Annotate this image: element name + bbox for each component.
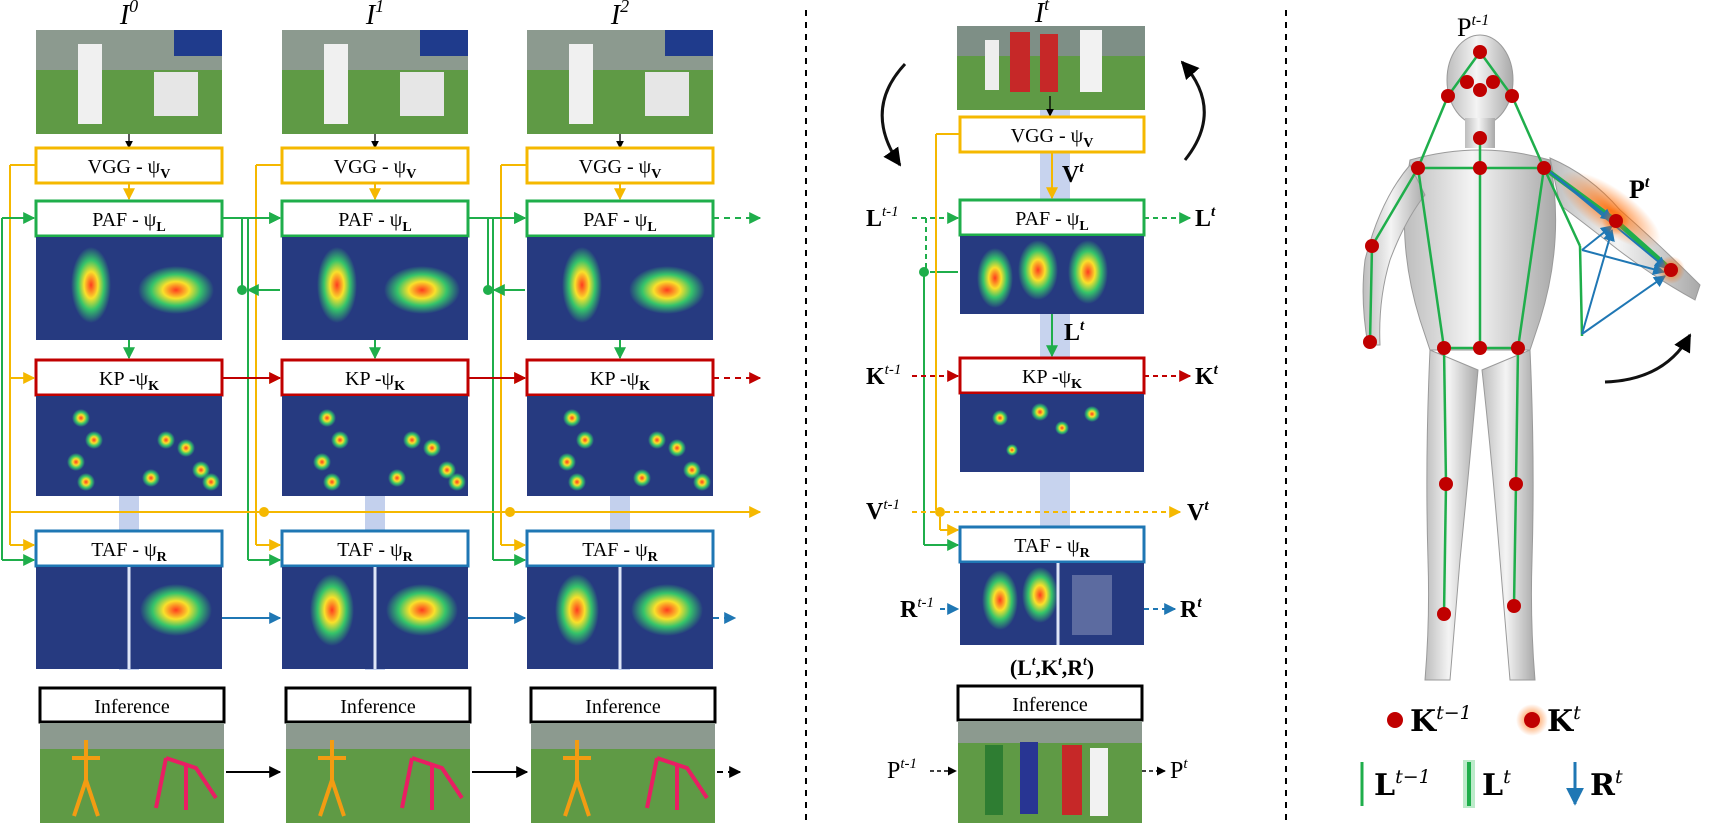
legend-k-t-dot: [1524, 712, 1540, 728]
taf-label-1: TAF - ψR: [337, 539, 413, 565]
v-out-label: Vt: [1062, 160, 1084, 188]
taf-heatmap-t: [960, 563, 1144, 645]
frame-title-2: I2: [610, 0, 629, 31]
kp-heatmap-1: [282, 396, 468, 496]
kp-label-1: KP -ψK: [345, 368, 405, 394]
middle-panel: It VGG - ψV Vt PAF - ψL Lt Lt-1 Lt: [866, 0, 1219, 823]
inference-label-0: Inference: [94, 696, 170, 718]
inference-box-1: [284, 686, 472, 724]
taf-heatmap-2: [527, 567, 713, 669]
r-prev-label: Rt-1: [900, 595, 934, 623]
paf-label-2: PAF - ψL: [583, 209, 656, 235]
p-out-mid-label: Pt: [1170, 756, 1188, 784]
legend-l-t: Lt: [1482, 766, 1511, 803]
vgg-label-1: VGG - ψV: [334, 156, 417, 182]
paf-heatmap-1: [282, 237, 468, 340]
k-out-label: Kt: [1195, 362, 1219, 390]
inference-photo-t: [958, 721, 1142, 823]
inference-label-1: Inference: [340, 696, 416, 718]
p-prev-right-label: Pt-1: [1457, 12, 1489, 42]
frame-photo-1: [282, 30, 468, 134]
paf-label-0: PAF - ψL: [92, 209, 165, 235]
inference-box-0: [38, 686, 226, 724]
r-out-label: Rt: [1180, 595, 1202, 623]
inference-photo-2: [531, 723, 715, 823]
taf-label-2: TAF - ψR: [582, 539, 658, 565]
v-prev-label: Vt-1: [866, 497, 900, 525]
taf-box-2: [525, 529, 715, 568]
l-prev-label: Lt-1: [866, 204, 899, 232]
vgg-label-t: VGG - ψV: [1011, 125, 1094, 151]
legend-r-t: Rt: [1590, 766, 1623, 803]
rotate-arrow-right: [1180, 60, 1206, 161]
paf-heatmap-t: [960, 236, 1144, 314]
inference-photo-0: [40, 723, 224, 823]
motion-arrow: [1604, 333, 1692, 384]
l-out-label: Lt: [1195, 204, 1216, 232]
human-body-model: [1362, 34, 1701, 681]
taf-box-t: [958, 525, 1146, 564]
paf-box-0: [34, 199, 224, 238]
kp-label-0: KP -ψK: [99, 368, 159, 394]
vgg-box-1: [280, 146, 470, 185]
frame-photo-t: [957, 26, 1145, 110]
kp-heatmap-2: [527, 396, 713, 496]
k-prev-label: Kt-1: [866, 362, 901, 390]
v-next-label: Vt: [1187, 498, 1209, 526]
taf-heatmap-0: [36, 567, 222, 669]
vgg-label-2: VGG - ψV: [579, 156, 662, 182]
kp-label-t: KP -ψK: [1022, 366, 1082, 392]
kp-heatmap-0: [36, 396, 222, 496]
inference-box-t: [956, 684, 1144, 722]
paf-label-t: PAF - ψL: [1015, 208, 1088, 234]
legend-k-prev-dot: [1387, 712, 1403, 728]
right-panel: Pt-1 Pt Kt−1 Kt Lt−1 Lt Rt: [1360, 12, 1701, 808]
paf-heatmap-2: [527, 237, 713, 340]
inference-label-2: Inference: [585, 696, 661, 718]
kp-box-2: [525, 358, 715, 397]
inference-box-2: [529, 686, 717, 724]
p-t-right-label: Pt: [1629, 174, 1650, 204]
taf-label-0: TAF - ψR: [91, 539, 167, 565]
keypoints: [1363, 45, 1551, 621]
frame-photo-2: [527, 30, 713, 134]
legend-l-prev: Lt−1: [1374, 766, 1431, 803]
kp-label-2: KP -ψK: [590, 368, 650, 394]
kp-box-t: [958, 356, 1146, 395]
frame-photo-0: [36, 30, 222, 134]
legend: Kt−1 Kt Lt−1 Lt Rt: [1360, 702, 1623, 808]
tuple-label: (Lt,Kt,Rt): [1010, 653, 1094, 680]
vgg-label-0: VGG - ψV: [88, 156, 171, 182]
taf-box-0: [34, 529, 224, 568]
inference-photo-1: [286, 723, 470, 823]
frame-title-1: I1: [365, 0, 384, 31]
inference-label-t: Inference: [1012, 694, 1088, 716]
taf-heatmap-1: [282, 567, 468, 669]
frame-title-t: It: [1034, 0, 1050, 29]
kp-box-0: [34, 358, 224, 397]
rotate-arrow-left: [880, 62, 907, 167]
legend-k-prev: Kt−1: [1410, 702, 1472, 739]
paf-label-1: PAF - ψL: [338, 209, 411, 235]
taf-box-1: [280, 529, 470, 568]
l-mid-label: Lt: [1064, 318, 1085, 346]
legend-k-t: Kt: [1547, 702, 1581, 739]
kp-heatmap-t: [960, 394, 1144, 472]
taf-label-t: TAF - ψR: [1014, 535, 1090, 561]
p-prev-mid-label: Pt-1: [887, 756, 917, 784]
frame-title-0: I0: [119, 0, 138, 31]
paf-box-1: [280, 199, 470, 238]
paf-heatmap-0: [36, 237, 222, 340]
